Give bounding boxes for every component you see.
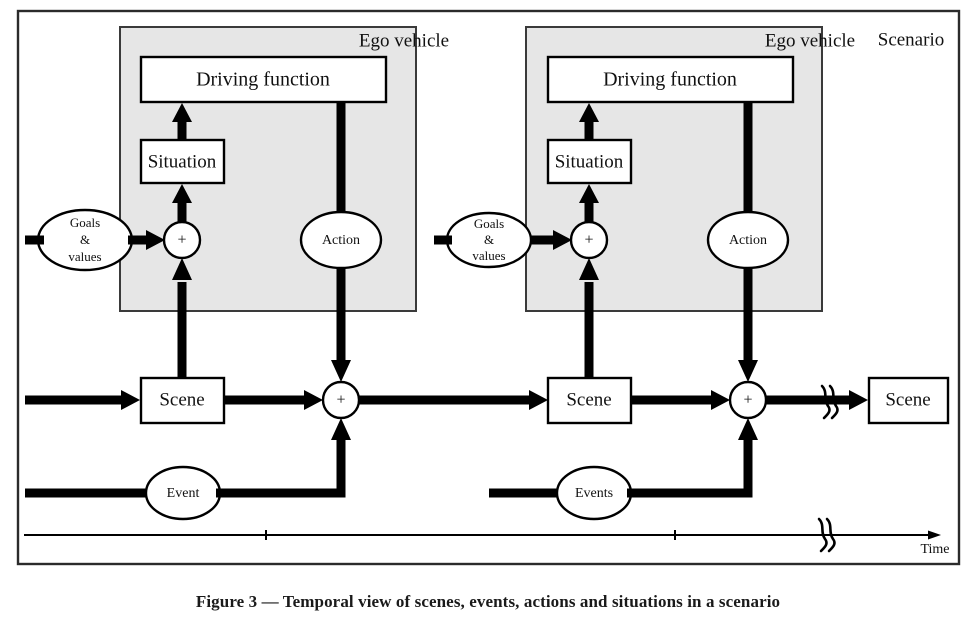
goals-values-label-line2-1: &	[80, 232, 90, 247]
goals-values-label-line3-2: values	[472, 248, 505, 263]
final-scene-box	[867, 376, 950, 425]
sum-to-situation-arrowhead-1	[172, 184, 192, 203]
situation-sum-label-1: +	[177, 232, 186, 249]
goals-to-sum-arrowhead-1	[146, 230, 165, 250]
time-axis-arrowhead	[928, 530, 941, 540]
cluster-2: Ego vehicle Driving function Situation +…	[434, 26, 855, 521]
scene-label-1: Scene	[159, 389, 204, 410]
events-to-scene-sum-path-2	[627, 440, 753, 498]
scene-sum-label-1: +	[336, 392, 345, 409]
scene-sum-label-2: +	[743, 392, 752, 409]
events-to-scene-sum-arrowhead-2	[738, 418, 758, 440]
action-label-2: Action	[729, 233, 767, 248]
goals-values-label-line3-1: values	[68, 249, 101, 264]
driving-function-label-2: Driving function	[603, 69, 737, 91]
action-to-scene-sum-arrowhead-2	[738, 360, 758, 382]
figure-caption: Figure 3 — Temporal view of scenes, even…	[195, 592, 781, 611]
event-label-1: Event	[167, 486, 200, 501]
sum-to-situation-arrowhead-2	[579, 184, 599, 203]
situation-to-driving-function-arrowhead-2	[579, 103, 599, 122]
scene-to-sum-arrowhead-1	[172, 258, 192, 280]
ego-vehicle-label-1: Ego vehicle	[359, 30, 449, 51]
time-axis-label: Time	[920, 542, 949, 557]
situation-sum-label-2: +	[584, 232, 593, 249]
scene-to-sum-arrowhead-2	[579, 258, 599, 280]
scenario-label: Scenario	[878, 29, 944, 50]
driving-function-label-1: Driving function	[196, 69, 330, 91]
scenario-frame	[16, 9, 961, 566]
situation-label-1: Situation	[148, 151, 217, 172]
goals-values-label-line2-2: &	[484, 232, 494, 247]
scene-box-2	[546, 376, 633, 425]
goals-values-label-line1-2: Goals	[474, 216, 504, 231]
final-scene-arrowhead	[849, 390, 868, 410]
final-scene-label: Scene	[885, 389, 930, 410]
scene-to-scene-sum-arrowhead-1	[304, 390, 323, 410]
ego-vehicle-label-2: Ego vehicle	[765, 30, 855, 51]
event-to-scene-sum-arrowhead-1	[331, 418, 351, 440]
events-label-2: Events	[575, 486, 613, 501]
cluster-1: Ego vehicle Driving function Situation +…	[25, 26, 449, 521]
scene-label-2: Scene	[566, 389, 611, 410]
driving-function-box-1	[139, 55, 388, 104]
action-to-scene-sum-arrowhead-1	[331, 360, 351, 382]
incoming-scene-arrowhead-1	[121, 390, 140, 410]
situation-to-driving-function-arrowhead-1	[172, 103, 192, 122]
driving-function-box-2	[546, 55, 795, 104]
event-to-scene-sum-path-1	[216, 440, 346, 498]
goals-to-sum-arrowhead-2	[553, 230, 572, 250]
cluster1-to-cluster2-arrowhead	[529, 390, 548, 410]
scene-to-scene-sum-arrowhead-2	[711, 390, 730, 410]
situation-label-2: Situation	[555, 151, 624, 172]
action-label-1: Action	[322, 233, 360, 248]
goals-values-label-line1-1: Goals	[70, 215, 100, 230]
